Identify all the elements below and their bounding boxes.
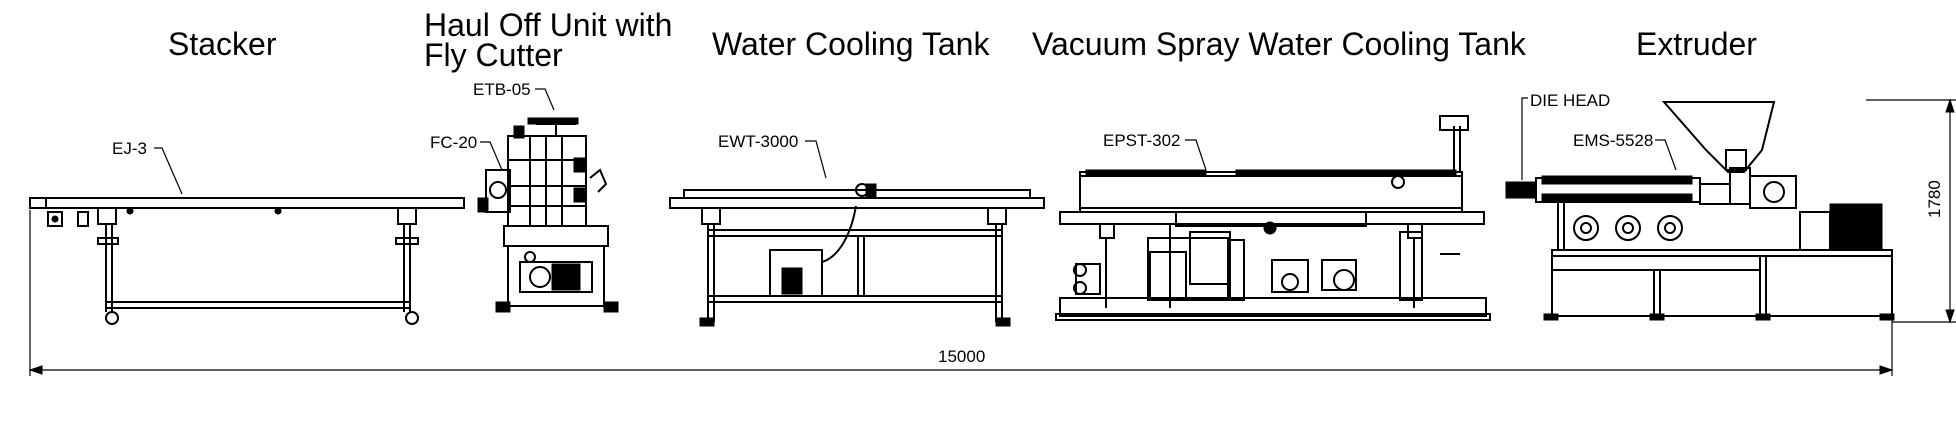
label-epst302: EPST-302 (1103, 131, 1207, 171)
label-ewt3000: EWT-3000 (718, 132, 827, 179)
dimension-total-length: 15000 (28, 210, 1894, 376)
label-etb05: ETB-05 (473, 80, 555, 111)
title-extruder: Extruder (1636, 26, 1757, 62)
stacker-drawing (29, 197, 465, 325)
label-ej3: EJ-3 (112, 139, 183, 195)
label-ems5528: EMS-5528 (1573, 131, 1677, 171)
svg-text:EPST-302: EPST-302 (1103, 131, 1181, 150)
svg-text:EJ-3: EJ-3 (112, 139, 147, 158)
label-die-head: DIE HEAD (1521, 91, 1610, 180)
svg-text:FC-20: FC-20 (430, 133, 477, 152)
dimension-height: 1780 (1866, 98, 1956, 324)
svg-text:EWT-3000: EWT-3000 (718, 132, 798, 151)
svg-text:DIE HEAD: DIE HEAD (1530, 91, 1610, 110)
title-vacuum-spray: Vacuum Spray Water Cooling Tank (1032, 26, 1527, 62)
dimension-length-label: 15000 (938, 347, 985, 366)
dimension-height-label: 1780 (1925, 180, 1944, 218)
svg-text:ETB-05: ETB-05 (473, 80, 531, 99)
title-stacker: Stacker (168, 26, 277, 62)
label-fc20: FC-20 (430, 133, 503, 171)
vacuum-spray-drawing (1055, 115, 1491, 321)
extruder-drawing (1505, 101, 1895, 321)
svg-text:EMS-5528: EMS-5528 (1573, 131, 1653, 150)
haul-off-drawing (477, 117, 619, 313)
title-haul-off-line2: Fly Cutter (424, 37, 563, 73)
title-haul-off-line1: Haul Off Unit with (424, 7, 672, 43)
water-cooling-drawing (669, 183, 1045, 327)
title-water-cooling: Water Cooling Tank (712, 26, 990, 62)
